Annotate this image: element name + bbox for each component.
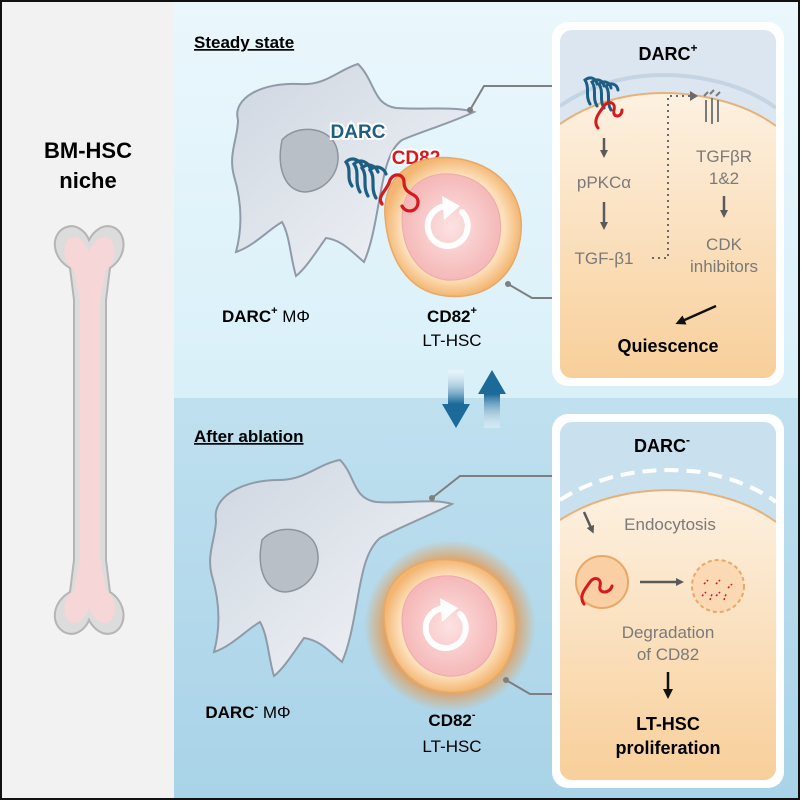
cdk-label: CDK — [706, 235, 743, 254]
darc-label: DARC — [331, 122, 386, 143]
bone-icon — [54, 225, 125, 635]
of-cd82-label: of CD82 — [637, 645, 699, 664]
ablation-title: After ablation — [194, 427, 304, 446]
callout-line-hsc — [505, 679, 560, 695]
cd82-positive-lt-hsc — [384, 156, 522, 298]
callout-line-hsc — [507, 283, 560, 299]
endosome-icon — [575, 555, 629, 609]
steady-state-title: Steady state — [194, 33, 294, 52]
niche-title-line2: niche — [59, 168, 116, 193]
tgfbr-label: TGFβR — [696, 147, 752, 166]
quiescence-label: Quiescence — [617, 336, 718, 356]
callout-dot — [429, 495, 435, 501]
dotted-arrow-head — [690, 91, 698, 101]
tgfb1-label: TGF-β1 — [575, 249, 634, 268]
proliferation-label-line2: proliferation — [615, 738, 720, 758]
cd82-receptor-icon — [378, 173, 420, 213]
inhibitors-label: inhibitors — [690, 257, 758, 276]
ablation-macrophage-label: DARC- MΦ — [205, 701, 290, 722]
ablation-hsc-type: LT-HSC — [422, 737, 481, 756]
cd82-negative-lt-hsc — [364, 540, 536, 712]
tgfbr-receptor-icon — [703, 89, 721, 124]
cell-cycle-icon — [424, 196, 471, 249]
ablation-hsc-label: CD82- — [428, 709, 475, 730]
transition-arrows-icon — [442, 370, 506, 428]
arrow-icon — [582, 511, 595, 534]
steady-hsc-label: CD82+ — [427, 305, 477, 326]
niche-title-line1: BM-HSC — [44, 138, 132, 163]
endocytosis-label: Endocytosis — [624, 515, 716, 534]
lysosome-icon — [691, 559, 745, 613]
callout-line-macrophage — [431, 475, 560, 499]
dotted-signal-path — [652, 95, 690, 259]
steady-hsc-type: LT-HSC — [422, 331, 481, 350]
arrow-icon — [675, 304, 717, 325]
proliferation-label-line1: LT-HSC — [636, 714, 700, 734]
steady-inset-title: DARC+ — [638, 41, 697, 64]
ablation-inset-title: DARC- — [634, 433, 690, 456]
steady-inset-panel — [552, 22, 784, 386]
callout-dot — [467, 107, 473, 113]
darc-negative-macrophage — [209, 458, 455, 678]
ppkca-label: pPKCα — [577, 173, 631, 192]
callout-dot — [503, 677, 509, 683]
cd82-receptor-inset-icon — [594, 101, 624, 130]
steady-macrophage-label: DARC+ MΦ — [222, 305, 310, 326]
cell-cycle-icon — [422, 598, 469, 651]
darc-receptor-icon — [343, 157, 388, 200]
tgfbr-subtype-label: 1&2 — [709, 169, 739, 188]
degradation-label: Degradation — [622, 623, 715, 642]
darc-positive-macrophage — [231, 62, 477, 278]
callout-line-macrophage — [469, 85, 560, 111]
callout-dot — [505, 281, 511, 287]
